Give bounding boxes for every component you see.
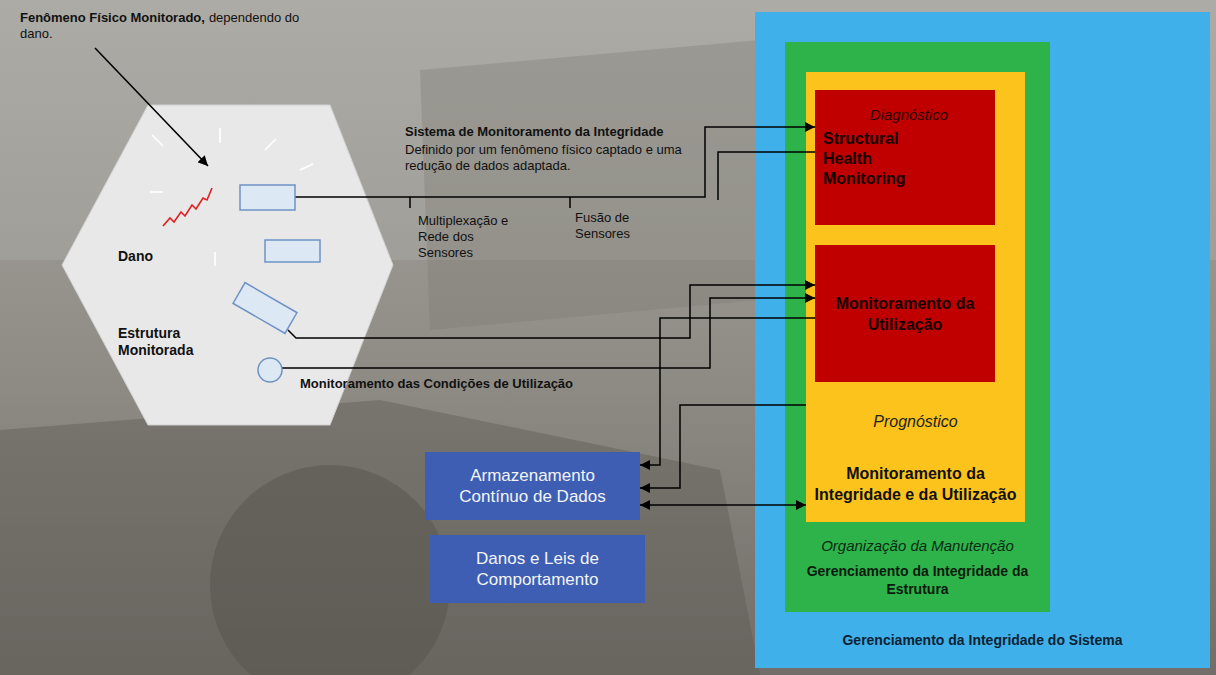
data-flow-arrow — [640, 405, 806, 488]
label-group: Monitoramento das Condições de Utilizaçã… — [300, 376, 620, 392]
ray — [150, 191, 163, 193]
structure-label: Estrutura Monitorada — [118, 325, 228, 359]
maintenance-label: Organização da Manutenção — [821, 537, 1014, 554]
storage-label: Armazenamento Contínuo de Dados — [443, 465, 622, 507]
ray — [214, 252, 216, 266]
ray — [219, 128, 221, 143]
damage-crack — [163, 188, 212, 226]
diagnosis-box: DiagnósticoStructural Health Monitoring — [815, 90, 995, 225]
monitoring-label: Monitoramento da Integridade e da Utiliz… — [814, 463, 1017, 505]
usage-box: Monitoramento da Utilização — [815, 245, 995, 382]
fusion-wire — [718, 152, 815, 200]
usage-label: Monitoramento da Utilização — [835, 293, 975, 335]
damage-laws-box: Danos e Leis de Comportamento — [430, 535, 645, 603]
structure-band: Organização da ManutençãoGerenciamento d… — [785, 42, 1050, 612]
ray — [152, 135, 163, 146]
label-group: Fenômeno Físico Monitorado,dependendo do… — [20, 10, 300, 42]
ray — [300, 164, 313, 170]
leader-arrow — [95, 48, 208, 166]
damage-label: Dano — [118, 248, 178, 264]
callout-title: Fenômeno Físico Monitorado, — [20, 10, 205, 25]
storage-box: Armazenamento Contínuo de Dados — [425, 452, 640, 520]
usage-conditions-label: Monitoramento das Condições de Utilizaçã… — [300, 376, 620, 392]
network-label: Multiplexação e Rede dos Sensores — [418, 213, 526, 261]
shm-label: Structural Health Monitoring — [823, 129, 923, 189]
sensor — [265, 240, 320, 262]
sensor-wire — [295, 127, 815, 197]
sensor-wire — [288, 285, 815, 338]
truck-body — [420, 40, 760, 330]
sensor-wire — [282, 298, 815, 368]
data-flow-arrow — [640, 504, 806, 506]
usage-sensor — [258, 358, 282, 382]
wheel-shape — [210, 465, 450, 675]
diagnosis-label: Diagnóstico — [870, 106, 948, 123]
sensor — [233, 283, 297, 334]
monitoring-band: PrognósticoMonitoramento da Integridade … — [806, 72, 1025, 522]
prognosis-label: Prognóstico — [873, 413, 958, 431]
label-group: Dano — [118, 248, 178, 264]
system-title: Sistema de Monitoramento da Integridade — [405, 124, 697, 140]
label-group: Fusão de Sensores — [575, 210, 655, 242]
fusion-label: Fusão de Sensores — [575, 210, 655, 242]
label-group: Multiplexação e Rede dos Sensores — [418, 213, 526, 261]
wire-tick — [569, 197, 571, 208]
label-group: Sistema de Monitoramento da IntegridadeD… — [405, 124, 697, 174]
damage-laws-label: Danos e Leis de Comportamento — [448, 548, 627, 590]
system-band: Gerenciamento da Integridade do Sistema O… — [755, 12, 1210, 668]
system-description: Definido por um fenômeno físico captado … — [405, 142, 697, 174]
ray — [265, 139, 276, 150]
wire-tick — [409, 197, 411, 208]
data-flow-arrow — [640, 318, 815, 465]
structure-management-label: Gerenciamento da Integridade da Estrutur… — [793, 562, 1042, 598]
system-label: Gerenciamento da Integridade do Sistema — [842, 632, 1122, 648]
sensor — [240, 185, 295, 210]
